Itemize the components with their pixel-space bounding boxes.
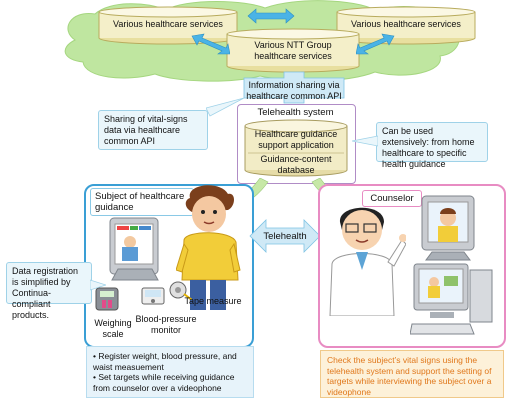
- counselor-person: [329, 207, 406, 316]
- extensive-callout: Can be used extensively: from home healt…: [376, 122, 488, 169]
- guidance-db-label: Guidance-content database: [260, 154, 332, 175]
- subject-note-2: • Set targets while receiving guidance f…: [93, 372, 235, 393]
- subject-tablet: [109, 217, 159, 281]
- tape-measure-label: Tape measure: [184, 296, 242, 306]
- double-arrow-right: [356, 33, 395, 55]
- continua-callout: Data registration is simplified by Conti…: [6, 262, 92, 320]
- center-service-label: Various NTT Group healthcare services: [254, 40, 332, 61]
- left-service-label: Various healthcare services: [113, 19, 223, 29]
- tape-measure: [169, 281, 192, 300]
- continua-callout-pointer: [90, 279, 106, 291]
- sharing-callout-pointer: [206, 97, 245, 117]
- subject-panel-title: Subject of healthcare guidance: [90, 188, 194, 216]
- scale-label: Weighing scale: [94, 318, 132, 339]
- telehealth-db-cylinder: [244, 119, 348, 177]
- weighing-scale: [95, 287, 119, 311]
- double-arrow-left: [191, 33, 230, 55]
- double-arrow-top: [247, 8, 295, 24]
- sharing-callout: Sharing of vital-signs data via healthca…: [98, 110, 208, 150]
- guidance-app-label: Healthcare guidance support application: [254, 129, 338, 150]
- counselor-tablet: [421, 195, 475, 261]
- service-cylinder-right: [336, 6, 476, 45]
- counselor-panel-title: Counselor: [362, 190, 422, 207]
- subject-person: [176, 185, 241, 310]
- blood-pressure-monitor: [141, 287, 165, 305]
- counselor-pc: [410, 263, 493, 335]
- telehealth-label: Telehealth: [263, 231, 307, 242]
- right-service-label: Various healthcare services: [351, 19, 461, 29]
- subject-notes: • Register weight, blood pressure, and w…: [86, 346, 254, 398]
- telehealth-system-title: Telehealth system: [257, 107, 334, 118]
- subject-note-1: • Register weight, blood pressure, and w…: [93, 351, 237, 372]
- counselor-note: Check the subject’s vital signs using th…: [320, 350, 504, 398]
- service-cylinder-left: [98, 6, 238, 45]
- extensive-callout-pointer: [352, 135, 378, 147]
- bp-monitor-label: Blood-pressure monitor: [135, 314, 197, 335]
- info-sharing-label: Information sharing via healthcare commo…: [246, 80, 342, 101]
- info-sharing-arrow: [243, 71, 345, 104]
